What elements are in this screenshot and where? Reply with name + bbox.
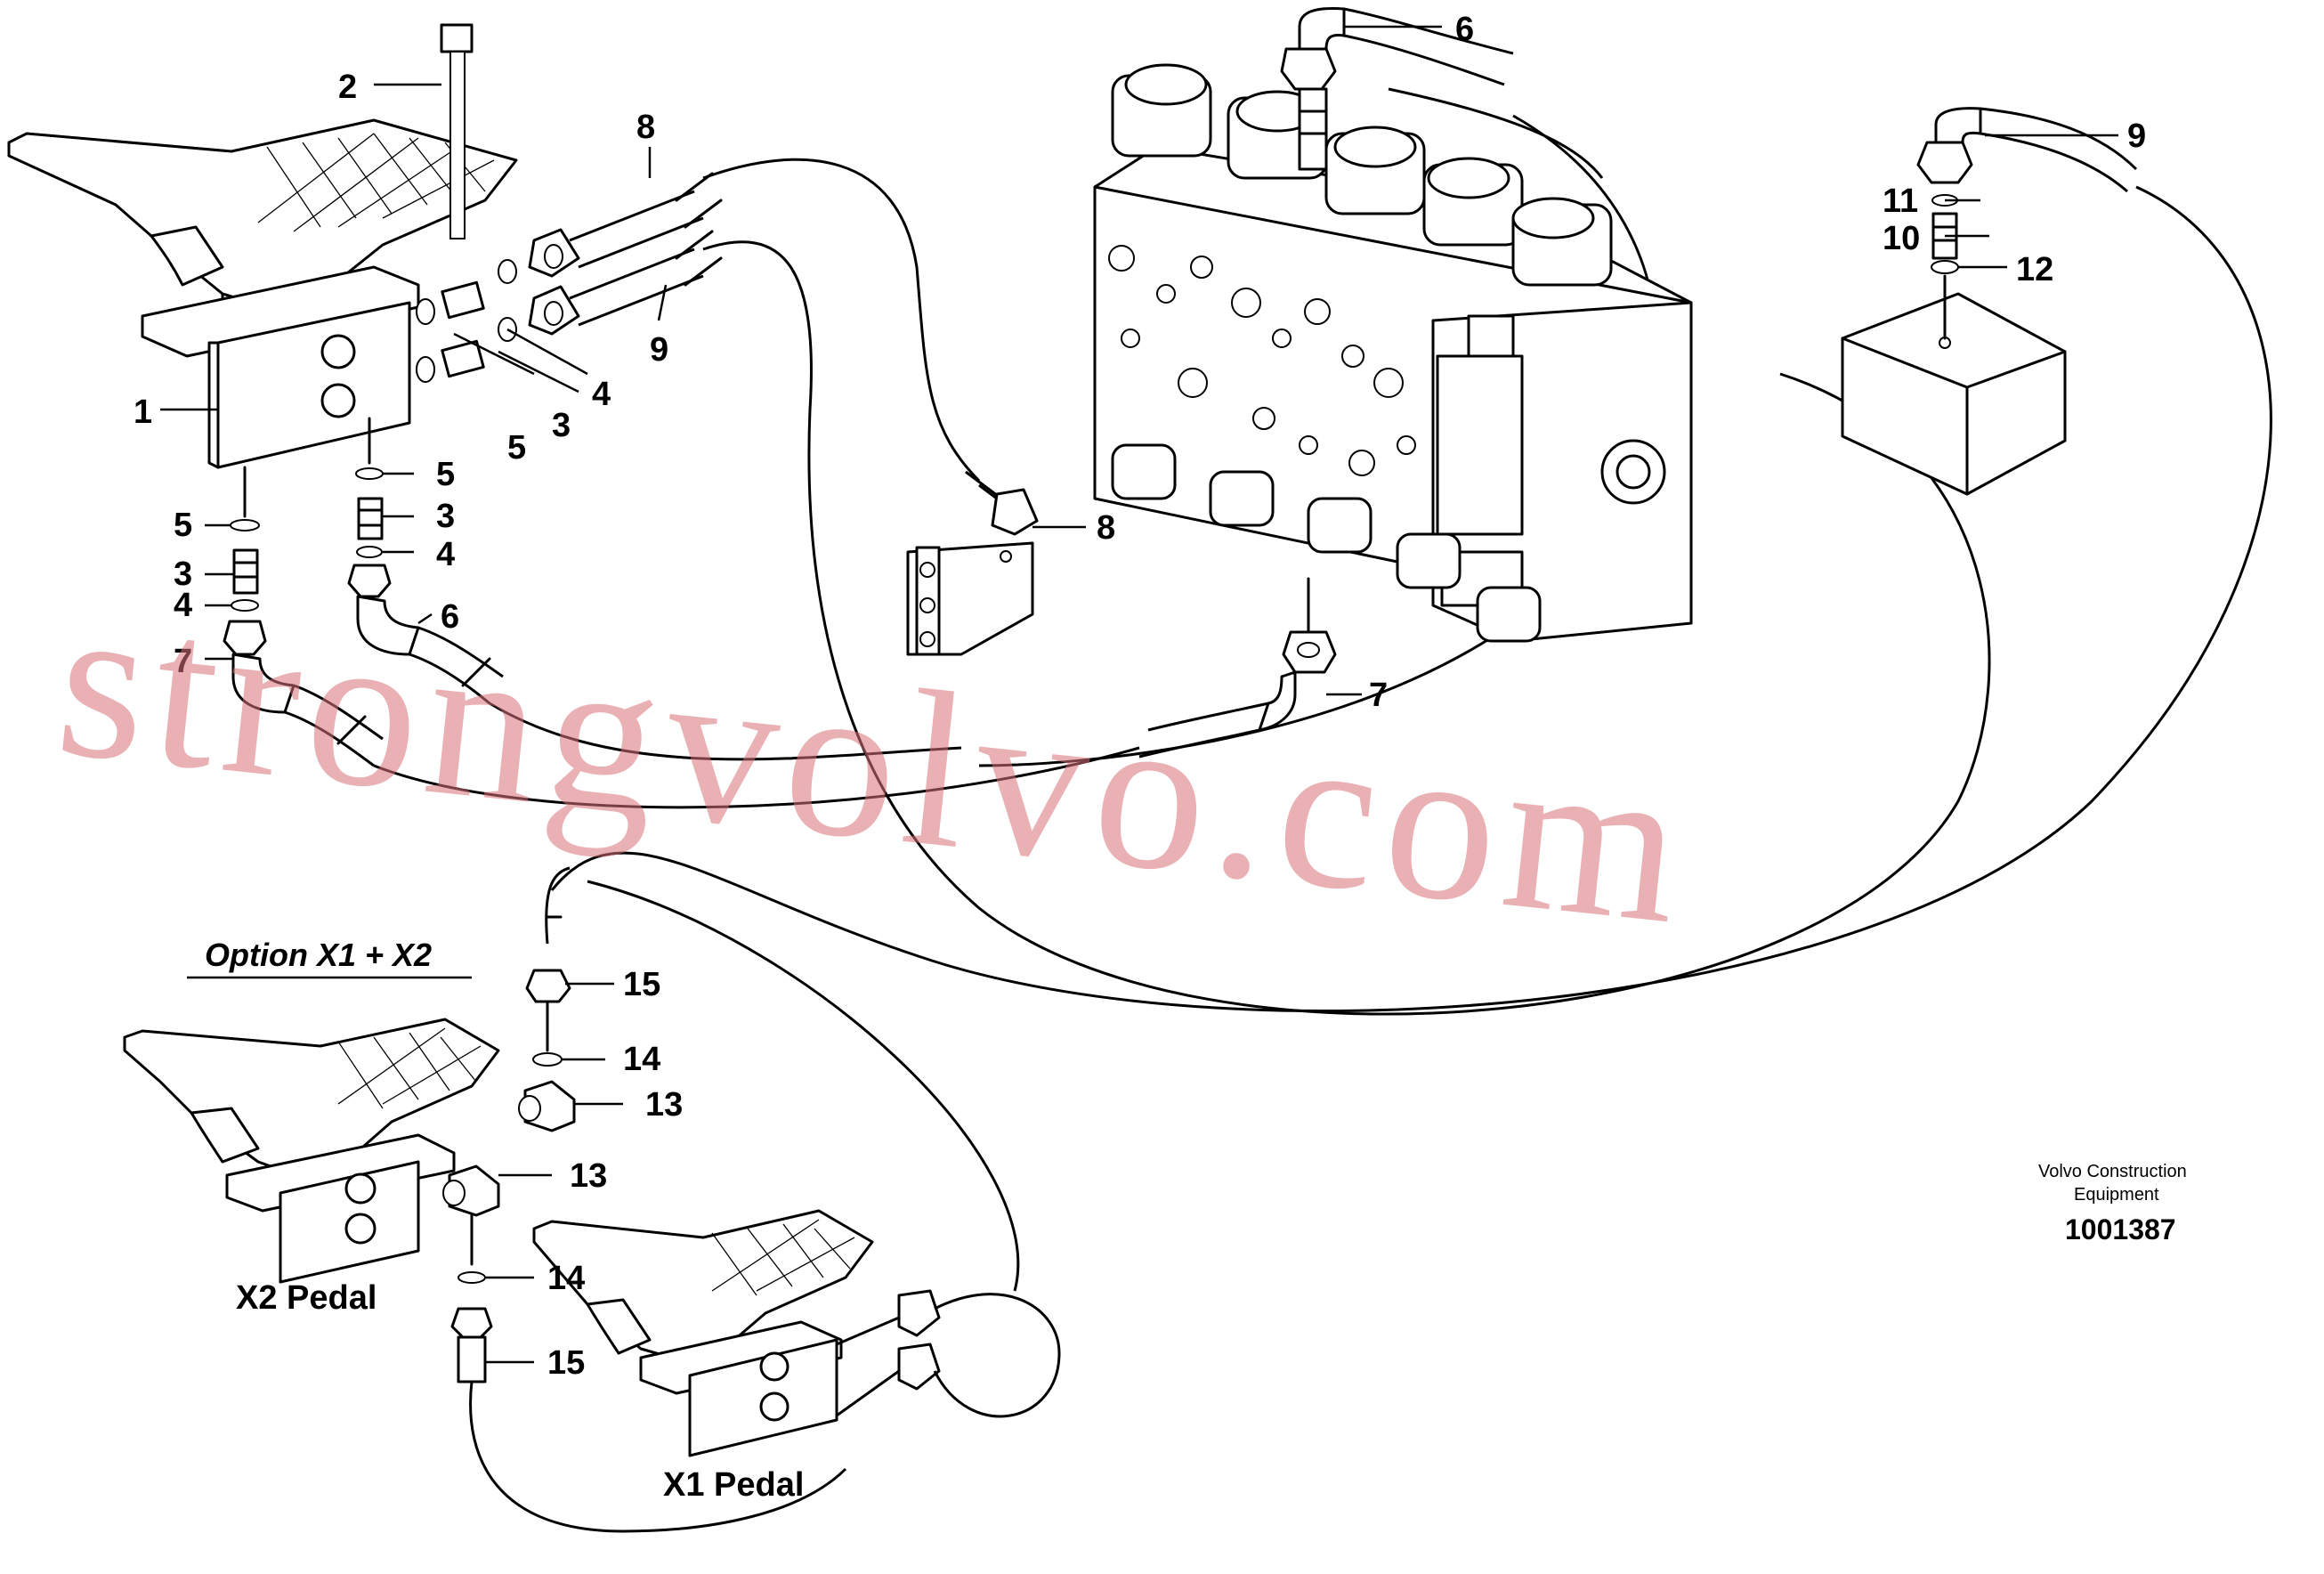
callout-8-top: 8: [636, 109, 655, 146]
maker-line-1: Volvo Construction: [2038, 1162, 2187, 1181]
right-fitting-stack: [347, 417, 504, 705]
callout-12: 12: [2016, 251, 2053, 288]
control-valve-block: [1093, 7, 1693, 759]
maker-line-2: Equipment: [2074, 1185, 2159, 1205]
callout-14-top: 14: [623, 1041, 660, 1078]
option-x2-pedal: [123, 1018, 500, 1284]
watermark-text: strongvolvo.com: [48, 556, 1700, 972]
callout-14-bottom: 14: [547, 1260, 585, 1297]
tank-assembly: [1841, 107, 2138, 496]
hose-8-bracket: [906, 470, 1039, 656]
callout-4-top: 4: [592, 376, 611, 413]
callout-7-valve: 7: [1369, 677, 1388, 714]
callout-9-left: 9: [650, 331, 668, 369]
callout-15-top: 15: [623, 966, 660, 1003]
callout-2: 2: [338, 69, 357, 106]
callout-7-left: 7: [174, 643, 192, 680]
callout-3-top: 3: [552, 407, 571, 444]
main-pedal-assembly: [7, 23, 723, 469]
option-x1-pedal: [532, 1209, 1061, 1457]
callout-3-left: 3: [174, 556, 192, 593]
callout-labels: 2 1 8 9 4 3 5 5 3 4 6 5 3 4 7 8 6 7 9 11…: [134, 11, 2146, 1382]
drawing-reference: 1001387: [2065, 1213, 2176, 1245]
callout-11: 11: [1883, 183, 1918, 220]
x2-pedal-label: X2 Pedal: [236, 1279, 377, 1317]
callout-5-right: 5: [436, 456, 455, 493]
leader-lines: [160, 25, 2118, 1364]
callout-5-top: 5: [507, 429, 526, 467]
callout-5-left: 5: [174, 507, 192, 544]
callout-6-left: 6: [441, 598, 459, 636]
callout-10: 10: [1883, 220, 1920, 257]
callout-3-right: 3: [436, 498, 455, 535]
callout-1: 1: [134, 394, 152, 431]
callout-15-bottom: 15: [547, 1344, 585, 1382]
option-fitting-stack: [442, 866, 1020, 1533]
callout-8-bracket: 8: [1097, 509, 1115, 547]
option-label: Option X1 + X2: [205, 937, 432, 973]
callout-9-tank: 9: [2127, 118, 2146, 155]
x1-pedal-label: X1 Pedal: [663, 1466, 804, 1504]
callout-13-top: 13: [645, 1086, 683, 1124]
callout-4-right: 4: [436, 536, 455, 573]
callout-13-bottom: 13: [570, 1157, 607, 1195]
callout-6-valve: 6: [1455, 11, 1474, 48]
left-fitting-stack: [223, 466, 384, 767]
callout-4-left: 4: [174, 587, 192, 624]
